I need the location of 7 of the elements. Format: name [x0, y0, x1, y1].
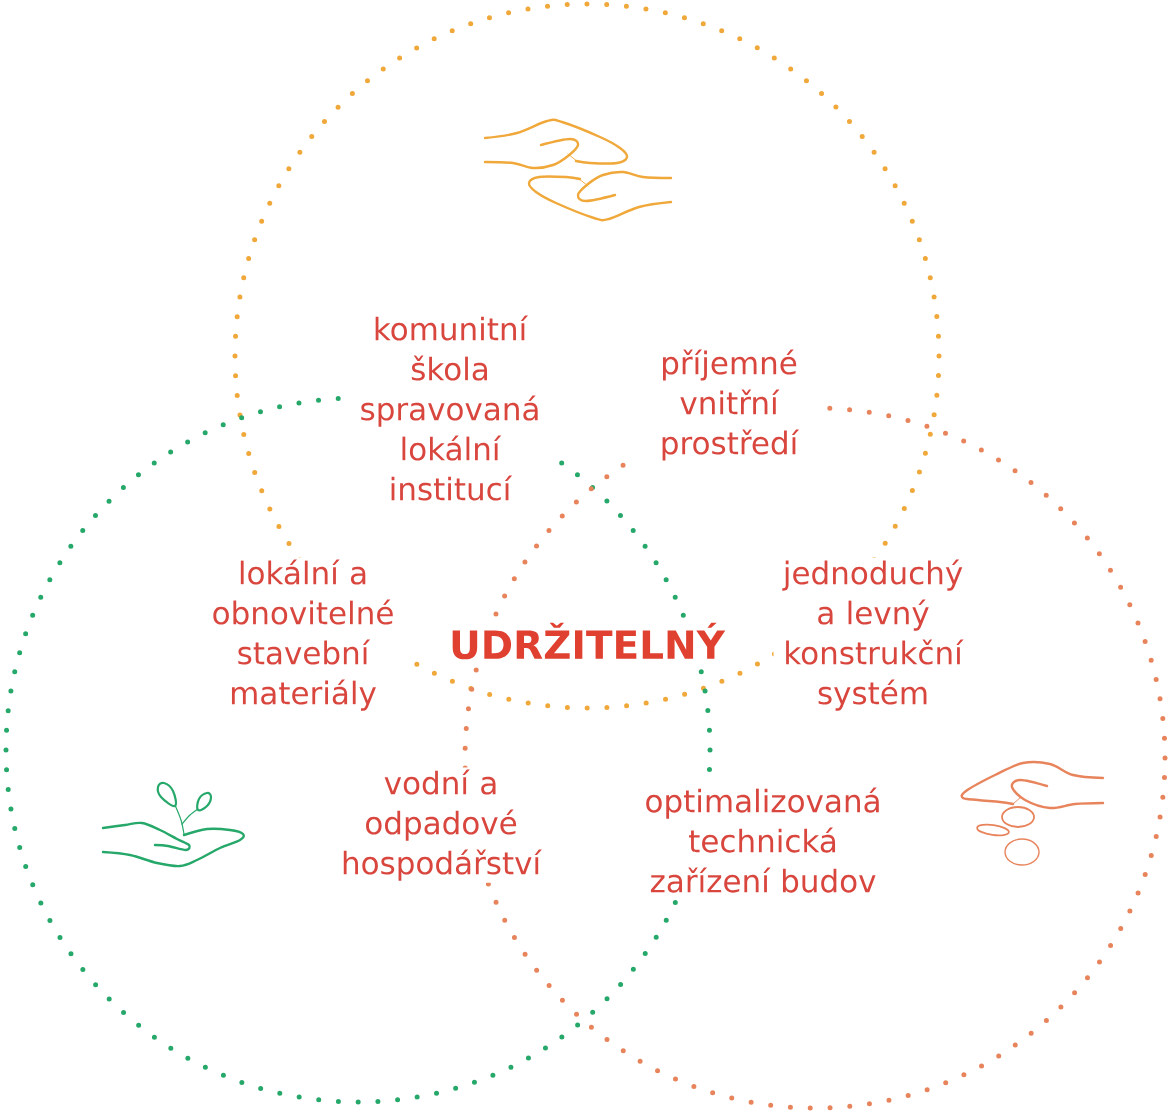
- region-label: lokální a obnovitelné stavební materiály: [200, 557, 406, 713]
- center-label: UDRŽITELNÝ: [447, 620, 727, 662]
- region-label: příjemné vnitřní prostředí: [634, 347, 824, 463]
- region-label: komunitní škola spravovaná lokální institucí: [345, 313, 555, 503]
- region-label: vodní a odpadové hospodářství: [330, 767, 552, 883]
- region-label: jednoduchý a levný konstrukční systém: [773, 557, 973, 713]
- region-label: optimalizovaná technická zařízení budov: [634, 785, 892, 895]
